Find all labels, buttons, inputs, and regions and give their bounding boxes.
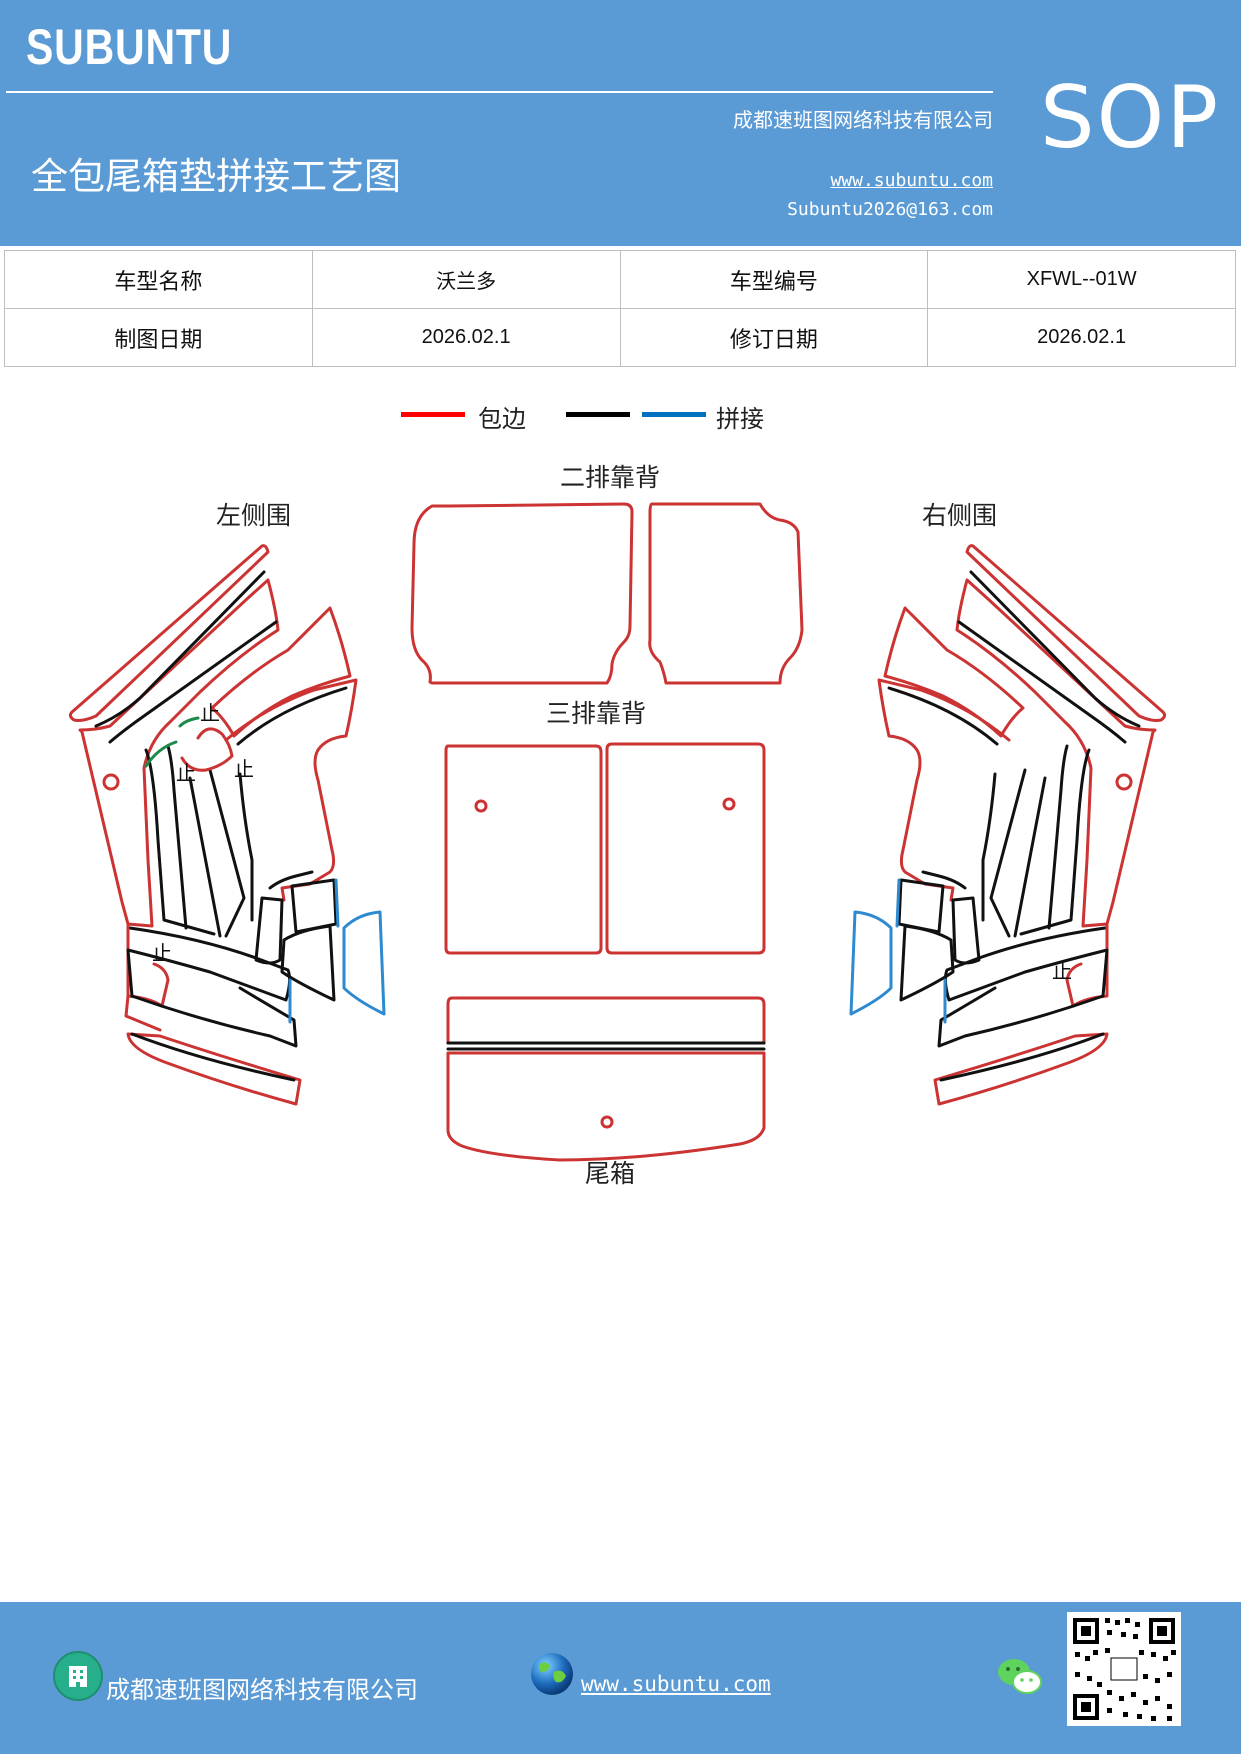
- third-row-right-hole: [722, 797, 736, 811]
- stop-mark: 止: [1052, 959, 1072, 983]
- legend-swatch-seam: [642, 412, 706, 417]
- company-name: 成都速班图网络科技有限公司: [733, 108, 993, 132]
- model-name-label: 车型名称: [4, 250, 313, 309]
- email-address[interactable]: Subuntu2026@163.com: [787, 199, 993, 220]
- second-row-right-panel: [648, 502, 804, 685]
- label-left-side: 左侧围: [216, 501, 291, 530]
- building-icon: [53, 1651, 103, 1701]
- legend-label-seam: 拼接: [716, 405, 764, 433]
- revision-date-value: 2026.02.1: [927, 308, 1236, 367]
- stop-mark: 止: [176, 761, 196, 785]
- trunk-mat-diagram: 左侧围 右侧围 二排靠背 三排靠背 尾箱 止 止 止 止 止: [68, 463, 1167, 1188]
- footer-website-link[interactable]: www.subuntu.com: [581, 1672, 771, 1696]
- label-third-row: 三排靠背: [546, 699, 646, 728]
- stop-mark: 止: [234, 757, 254, 781]
- trunk-hole: [600, 1115, 614, 1129]
- label-trunk: 尾箱: [585, 1159, 635, 1188]
- legend-label-edge: 包边: [478, 405, 526, 433]
- document-title: 全包尾箱垫拼接工艺图: [31, 155, 401, 198]
- footer-banner: 成都速班图网络科技有限公司 www.subuntu.com: [0, 1602, 1241, 1754]
- model-name-value: 沃兰多: [311, 250, 621, 309]
- third-row-left-panel: [444, 744, 603, 955]
- second-row-left-panel: [410, 502, 634, 685]
- trunk-top-strip: [446, 996, 766, 1045]
- model-code-label: 车型编号: [619, 250, 929, 309]
- stop-mark: 止: [152, 941, 172, 965]
- wechat-icon[interactable]: [996, 1655, 1044, 1699]
- line-legend: 包边 拼接: [0, 395, 1241, 445]
- table-row: 制图日期 2026.02.1 修订日期 2026.02.1: [4, 308, 1236, 367]
- trunk-main-panel: [446, 1051, 766, 1162]
- stop-mark: 止: [200, 701, 220, 725]
- revision-date-label: 修订日期: [619, 308, 929, 367]
- header-banner: SUBUNTU 成都速班图网络科技有限公司 全包尾箱垫拼接工艺图 www.sub…: [0, 0, 1241, 246]
- label-second-row: 二排靠背: [560, 463, 660, 492]
- model-code-value: XFWL--01W: [927, 250, 1236, 309]
- left-side-panel: [68, 544, 386, 1106]
- brand-logo: SUBUNTU: [26, 19, 233, 75]
- drawing-date-value: 2026.02.1: [311, 308, 621, 367]
- qr-code[interactable]: [1067, 1612, 1181, 1726]
- drawing-date-label: 制图日期: [4, 308, 313, 367]
- third-row-left-hole: [474, 799, 488, 813]
- footer-company-name: 成都速班图网络科技有限公司: [106, 1676, 418, 1704]
- header-divider: [6, 91, 993, 93]
- website-link[interactable]: www.subuntu.com: [830, 170, 993, 191]
- vehicle-info-table: 车型名称 沃兰多 车型编号 XFWL--01W 制图日期 2026.02.1 修…: [4, 250, 1236, 367]
- legend-swatch-edge: [401, 412, 465, 417]
- table-row: 车型名称 沃兰多 车型编号 XFWL--01W: [4, 250, 1236, 309]
- globe-icon: [528, 1650, 576, 1698]
- third-row-right-panel: [605, 742, 766, 955]
- legend-swatch-black: [566, 412, 630, 417]
- right-side-panel: [849, 544, 1167, 1106]
- label-right-side: 右侧围: [922, 501, 997, 530]
- sop-badge: SOP: [1040, 68, 1221, 168]
